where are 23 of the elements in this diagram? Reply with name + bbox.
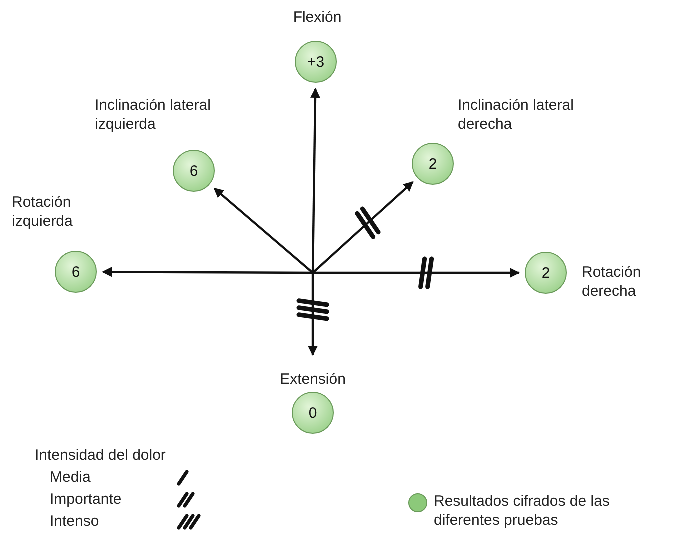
result-circle: 0 [292,392,334,434]
result-circle: 2 [412,143,454,185]
movement-label: Inclinación lateral derecha [458,96,575,134]
legend-text: Resultados cifrados de las diferentes pruebas [434,492,611,530]
arrow [102,267,313,278]
legend-text: Intenso [50,512,100,531]
legend-text: Media [50,468,91,487]
legend-text: Importante [50,490,122,509]
result-circle: +3 [295,41,337,83]
arrow [312,181,414,274]
result-circle: 6 [173,150,215,192]
movement-label: Extensión [279,370,347,389]
movement-label: Rotación izquierda [12,193,74,231]
arrow [214,188,314,274]
legend-heading: Intensidad del dolor [35,446,166,465]
movement-label: Rotación derecha [582,263,642,301]
arrow [310,88,320,274]
arrow [308,273,318,356]
result-circle: 6 [55,251,97,293]
movement-label: Flexión [292,8,343,27]
movement-label: Inclinación lateral izquierda [95,96,212,134]
result-circle: 2 [525,252,567,294]
arrow [313,268,520,278]
